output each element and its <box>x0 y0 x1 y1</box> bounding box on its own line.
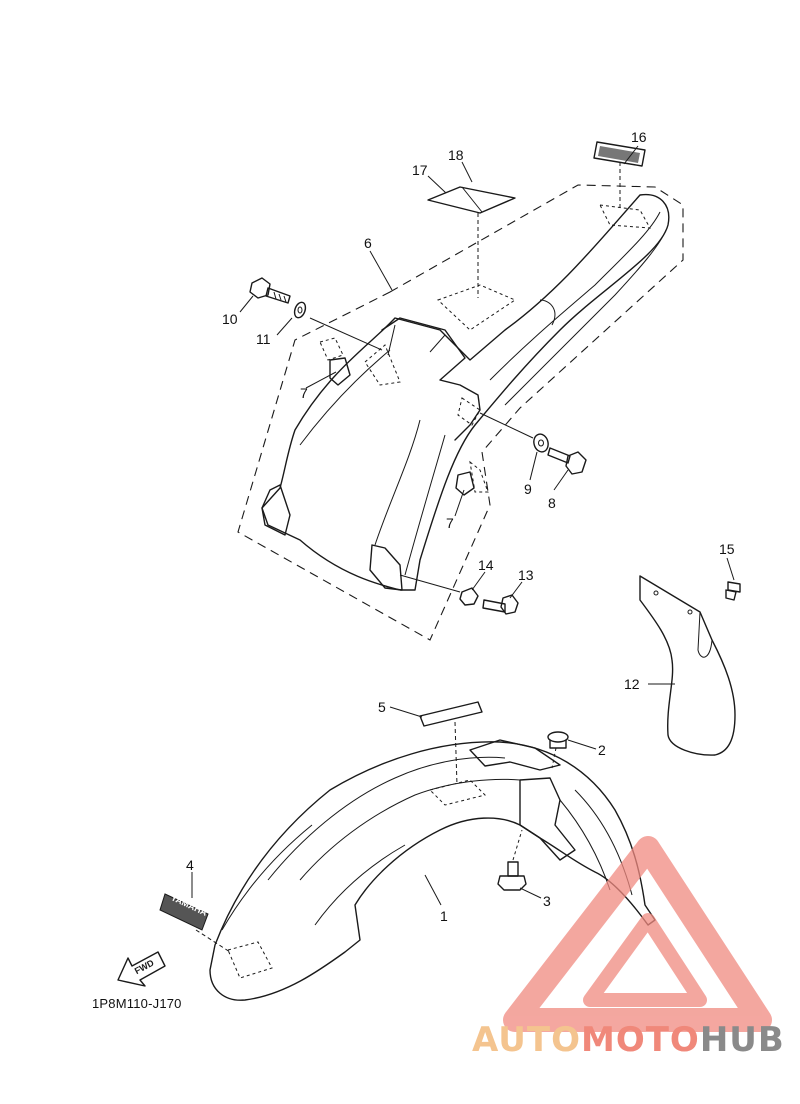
front-fender-decal-area-4 <box>227 941 273 979</box>
washer-9 <box>479 412 549 453</box>
front-fender-rib <box>221 824 313 931</box>
callout-13: 13 <box>518 567 534 583</box>
rear-fender-rib <box>374 419 421 546</box>
front-fender <box>209 741 656 1001</box>
rear-fender-rib <box>404 434 446 576</box>
clip-7-lower <box>455 471 475 496</box>
watermark-text-hub: HUB <box>699 1020 785 1060</box>
callout-7-lower: 7 <box>446 515 454 531</box>
rear-fender-rib <box>489 211 661 381</box>
callout-15: 15 <box>719 541 735 557</box>
watermark-text-moto: MOTO <box>580 1020 700 1060</box>
decal-16 <box>593 141 646 208</box>
washer-11 <box>293 301 383 351</box>
bolt-2 <box>547 731 569 769</box>
diagram-code: 1P8M110-J170 <box>92 996 182 1011</box>
decal-17-18 <box>427 186 516 298</box>
bolt-8 <box>547 447 587 475</box>
mud-flap-12 <box>639 575 736 756</box>
callout-3: 3 <box>543 893 551 909</box>
decal-5 <box>419 701 483 786</box>
leader-lines <box>191 145 735 906</box>
front-fender-group <box>209 739 656 1001</box>
rear-fender-rib <box>504 229 667 406</box>
front-fender-decal-area-5 <box>429 779 486 806</box>
decal-placement-16 <box>599 204 651 229</box>
callout-5: 5 <box>378 699 386 715</box>
decal-placement-side <box>364 344 401 386</box>
rear-fender-tail <box>539 299 556 326</box>
callout-6: 6 <box>364 235 372 251</box>
rear-fender-bridge <box>387 324 446 356</box>
callout-16: 16 <box>631 129 647 145</box>
callout-2: 2 <box>598 742 606 758</box>
callout-11: 11 <box>256 331 271 347</box>
rear-fender-side-tab <box>369 544 403 591</box>
bolt-13 <box>482 594 519 615</box>
callout-9: 9 <box>524 481 532 497</box>
callout-17: 17 <box>412 162 428 178</box>
forward-arrow-icon: FWD <box>117 951 166 987</box>
callout-14: 14 <box>478 557 494 573</box>
front-fender-rib <box>299 778 521 881</box>
callout-4: 4 <box>186 857 194 873</box>
front-fender-rib <box>267 756 506 881</box>
front-fender-bracket <box>469 739 561 771</box>
front-fender-rib <box>314 844 406 926</box>
decal-placement-17-18 <box>437 284 517 331</box>
clip-7-lower-position <box>469 460 489 493</box>
watermark-text: AUTOMOTOHUB <box>472 1020 785 1060</box>
rear-fender-bridge <box>381 317 481 441</box>
callout-10: 10 <box>222 311 238 327</box>
rear-fender-rib <box>299 349 391 446</box>
clip-7-upper-position <box>319 337 344 361</box>
rear-fender-assembly-boundary <box>237 184 684 641</box>
callout-12: 12 <box>624 676 640 692</box>
bolt-10 <box>249 277 291 304</box>
watermark-text-auto: AUTO <box>472 1020 581 1060</box>
rear-fender-group <box>237 184 684 641</box>
callout-7-upper: 7 <box>300 385 308 401</box>
front-fender-rib <box>574 789 633 896</box>
decal-placement-center <box>457 397 481 426</box>
rear-fender-side-tab <box>261 484 291 536</box>
callout-1: 1 <box>440 908 448 924</box>
bolt-3 <box>497 829 527 891</box>
decal-4: YAMAHA <box>159 892 231 953</box>
rear-fender <box>261 193 670 591</box>
screw-15 <box>725 581 741 601</box>
callout-8: 8 <box>548 495 556 511</box>
front-fender-bracket <box>519 777 576 861</box>
nut-14 <box>399 574 479 606</box>
callout-18: 18 <box>448 147 464 163</box>
